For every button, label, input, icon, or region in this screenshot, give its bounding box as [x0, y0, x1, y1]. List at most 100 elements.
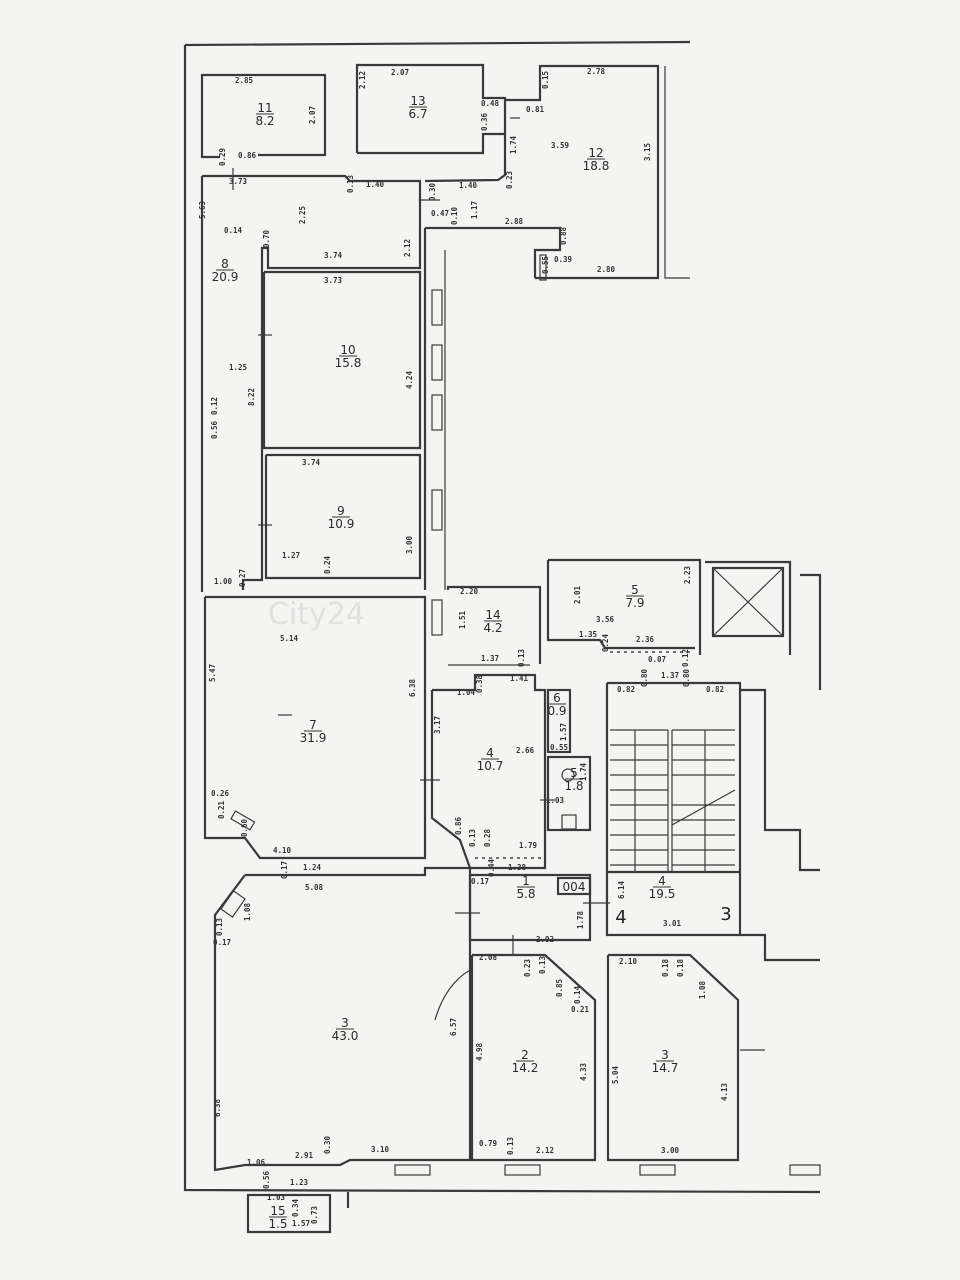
- room-area: 5.8: [516, 887, 535, 901]
- dimension-label: 3.00: [661, 1146, 680, 1155]
- dimension-label: 0.82: [617, 685, 635, 694]
- unit-badge: [556, 876, 592, 896]
- dimension-label: 1.41: [510, 674, 529, 683]
- dimension-label: 0.15: [541, 71, 550, 89]
- dimension-label: 0.34: [291, 1198, 300, 1217]
- room-number: 3: [661, 1048, 669, 1062]
- room-number: 2: [521, 1048, 529, 1062]
- dimension-label: 1.74: [579, 762, 588, 781]
- dimension-label: 0.86: [454, 816, 463, 835]
- room-number: 5: [570, 766, 578, 780]
- dimension-label: 0.28: [483, 828, 492, 847]
- dimension-label: 0.21: [571, 1005, 590, 1014]
- dimension-label: 0.18: [661, 958, 670, 977]
- room-area: 10.7: [477, 759, 504, 773]
- dimension-label: 0.44: [487, 858, 496, 877]
- dimension-label: 3.10: [371, 1145, 390, 1154]
- room-label: 151.5: [268, 1204, 287, 1231]
- dimension-label: 1.24: [303, 863, 322, 872]
- dimension-label: 2.91: [295, 1151, 314, 1160]
- dimension-label: 0.14: [224, 226, 243, 235]
- dimension-label: 3.56: [596, 615, 615, 624]
- dimension-label: 8.22: [247, 388, 256, 406]
- dimension-label: 2.88: [505, 217, 524, 226]
- room-label: 144.2: [483, 608, 502, 635]
- dimension-label: 0.17: [471, 877, 489, 886]
- stair-label-3: 3: [720, 904, 731, 925]
- room-label: 136.7: [408, 94, 427, 121]
- dimension-label: 0.29: [218, 147, 227, 166]
- dimension-label: 2.07: [308, 106, 317, 124]
- room-number: 1: [522, 874, 530, 888]
- dimension-label: 5.63: [198, 200, 207, 219]
- dimension-label: 2.25: [298, 206, 307, 224]
- room-label: 820.9: [212, 257, 239, 284]
- dimension-label: 3.73: [324, 276, 343, 285]
- room-label: 57.9: [625, 583, 644, 610]
- dimension-label: 3.15: [643, 143, 652, 161]
- dimension-label: 1.38: [508, 863, 527, 872]
- dimension-label: 3.17: [433, 716, 442, 734]
- room-label: 214.2: [512, 1048, 539, 1075]
- dimension-label: 2.23: [683, 565, 692, 584]
- dimension-label: 0.13: [468, 828, 477, 847]
- dimension-label: 0.70: [262, 229, 271, 248]
- dimension-label: 1.35: [579, 630, 597, 639]
- room-number: 12: [588, 146, 603, 160]
- room-label: 410.7: [477, 746, 504, 773]
- room-label: 910.9: [328, 504, 355, 531]
- room-labels: 118.2136.71218.8820.91015.8910.9144.257.…: [212, 94, 679, 1231]
- dimension-label: 2.66: [516, 746, 535, 755]
- dimension-label: 0.26: [211, 789, 230, 798]
- dimension-label: 0.30: [323, 1135, 332, 1154]
- dimension-label: 0.23: [505, 170, 514, 189]
- dimension-label: 0.56: [262, 1170, 271, 1189]
- dimension-label: 5.14: [280, 634, 299, 643]
- dimension-label: 5.08: [305, 883, 324, 892]
- room-label: 731.9: [300, 718, 327, 745]
- room-area: 14.2: [512, 1061, 539, 1075]
- dimension-label: 0.73: [310, 1205, 319, 1224]
- room-label: 51.8: [564, 766, 583, 793]
- dimension-label: 5.04: [611, 1065, 620, 1084]
- room-area: 18.8: [583, 159, 610, 173]
- dimension-label: 0.13: [538, 955, 547, 974]
- dimension-label: 3.73: [229, 177, 248, 186]
- dimension-label: 1.03: [546, 796, 565, 805]
- dimension-label: 1.74: [509, 135, 518, 154]
- dimension-label: 0.39: [554, 255, 573, 264]
- room-number: 13: [410, 94, 425, 108]
- dimension-label: 1.08: [698, 980, 707, 999]
- room-label: 314.7: [652, 1048, 679, 1075]
- dimension-label: 0.18: [676, 958, 685, 977]
- dimension-label: 0.24: [601, 633, 610, 652]
- dimension-label: 0.38: [475, 674, 484, 693]
- dimension-label: 0.80: [682, 668, 691, 687]
- room-number: 8: [221, 257, 229, 271]
- room-number: 15: [270, 1204, 285, 1218]
- dimension-label: 1.57: [292, 1219, 310, 1228]
- room-area: 43.0: [332, 1029, 359, 1043]
- dimension-label: 1.03: [267, 1193, 286, 1202]
- dimension-label: 6.38: [408, 678, 417, 697]
- dimension-label: 0.13: [517, 648, 526, 667]
- dimension-label: 0.10: [450, 206, 459, 225]
- room-number: 11: [257, 101, 272, 115]
- dimension-label: 1.40: [366, 180, 385, 189]
- dimension-label: 4.98: [475, 1042, 484, 1061]
- dimension-label: 1.78: [576, 910, 585, 929]
- dimension-label: 1.17: [470, 201, 479, 219]
- room-area: 1.5: [268, 1217, 287, 1231]
- room-label: 60.9: [547, 691, 566, 718]
- dimension-label: 1.27: [282, 551, 300, 560]
- room-area: 8.2: [255, 114, 274, 128]
- dimension-label: 2.92: [536, 935, 554, 944]
- dimension-label: 0.55: [541, 256, 550, 274]
- room-number: 10: [340, 343, 355, 357]
- dimension-label: 1.23: [290, 1178, 309, 1187]
- dimension-label: 0.14: [573, 985, 582, 1004]
- room-label: 15.8: [516, 874, 535, 901]
- dimension-label: 2.12: [358, 71, 367, 89]
- dimension-label: 1.08: [243, 902, 252, 921]
